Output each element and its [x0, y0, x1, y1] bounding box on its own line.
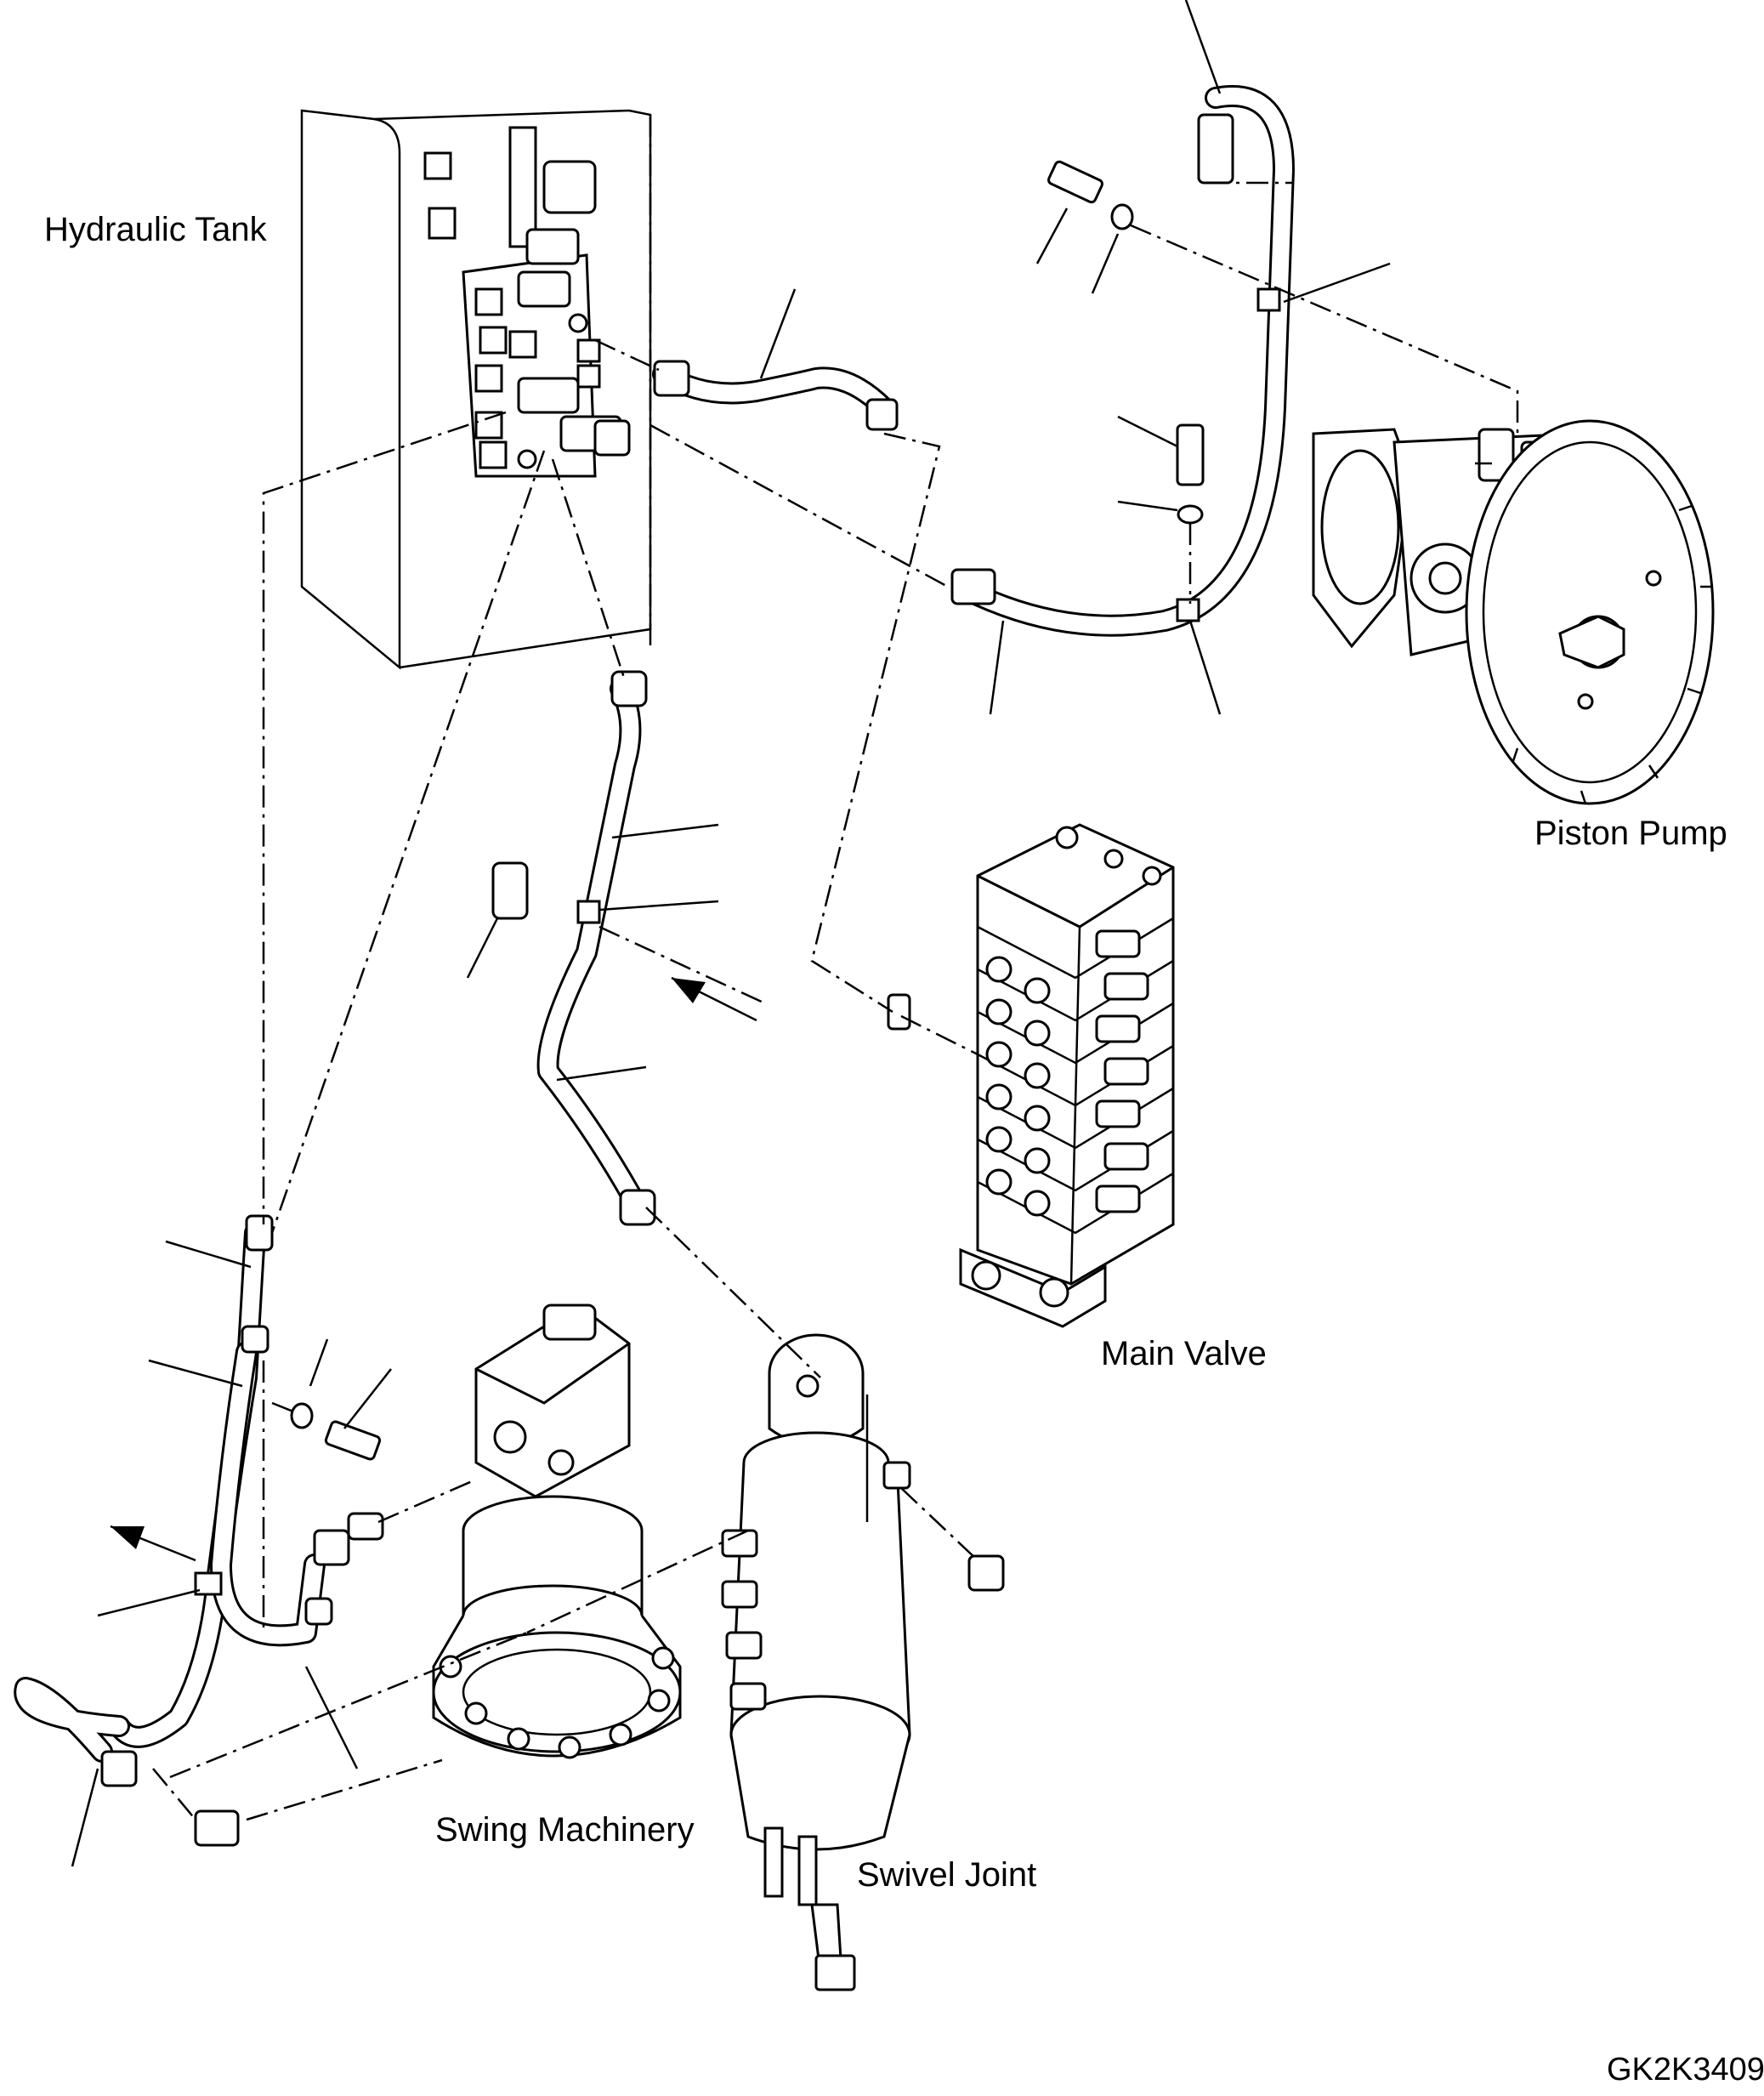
drawing-code: GK2K3409	[1607, 2052, 1764, 2087]
swing-machinery	[432, 1304, 682, 1759]
hydraulic-tank	[300, 109, 652, 670]
arrow-head-main	[672, 978, 706, 1003]
label-swing-machinery: Swing Machinery	[435, 1811, 695, 1849]
label-piston-pump: Piston Pump	[1534, 815, 1727, 852]
swivel-joint	[721, 1333, 911, 1991]
piston-pump	[1312, 419, 1715, 805]
main-valve	[959, 823, 1175, 1328]
flow-arrows	[110, 976, 757, 1562]
fittings	[100, 113, 1281, 1847]
label-swivel-joint: Swivel Joint	[857, 1856, 1037, 1894]
label-main-valve: Main Valve	[1101, 1335, 1267, 1372]
alignment-lines	[152, 181, 1519, 1821]
label-hydraulic-tank: Hydraulic Tank	[44, 211, 267, 248]
arrow-head-swing	[111, 1526, 145, 1549]
leader-lines	[71, 0, 1391, 1867]
hoses	[14, 85, 1295, 1763]
